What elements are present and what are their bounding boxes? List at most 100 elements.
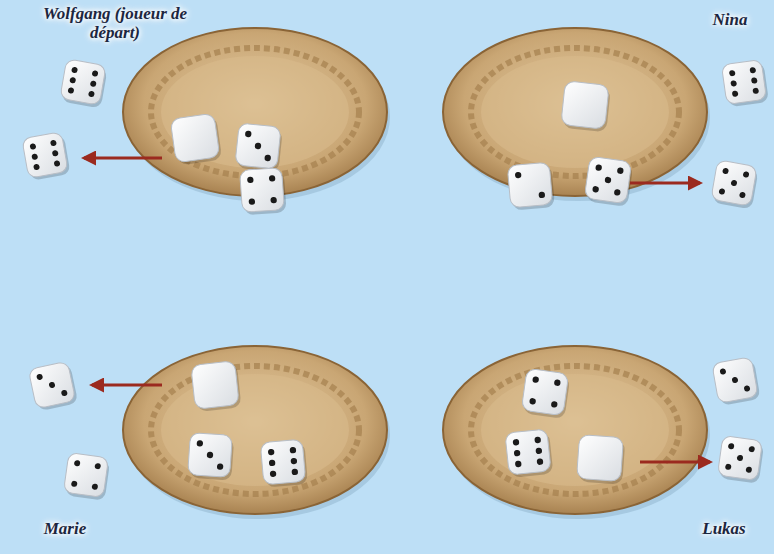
die-pip [268,449,275,456]
die-body [521,368,568,415]
die [260,439,308,488]
player-name: Marie [20,519,110,538]
die-pip [269,460,276,467]
die-pip [264,155,271,162]
move-arrow [84,157,162,160]
die-pip [71,66,78,73]
die-pip [247,177,254,184]
plate-wreath [151,366,359,494]
die [28,361,78,412]
move-arrow [92,384,162,387]
die-pip [197,440,204,447]
plate-center [481,374,669,486]
die-pip [513,439,520,446]
plate [123,346,390,519]
die-body [188,433,233,478]
die-pip [515,461,522,468]
die-body [712,357,758,403]
die [507,162,555,211]
die-pip [537,458,544,465]
die-pip [728,443,735,450]
die-pip [744,385,751,392]
die [235,123,283,172]
die-pip [515,172,522,179]
die-pip [534,437,541,444]
die-pip [551,401,558,408]
die-body [505,429,551,475]
die [191,361,242,413]
die-pip [91,483,98,490]
arrows [84,158,710,462]
die [170,113,222,166]
die [59,59,108,109]
die-pip [90,80,97,87]
die-pip [94,463,101,470]
die-pip [48,381,55,388]
die-pip [719,368,726,375]
die-pip [207,452,214,459]
die-body [260,439,306,485]
die-body [721,59,766,104]
die-pip [535,447,542,454]
plate-center [481,56,669,168]
die [22,131,71,181]
die-pip [92,70,99,77]
die [712,356,761,406]
die-pip [737,455,744,462]
player-name: Lukas [684,519,764,538]
die-pip [245,131,252,138]
die-pip [71,480,78,487]
die-pip [617,167,624,174]
move-arrow [640,461,710,464]
die-body [170,113,220,163]
die-pip [36,373,43,380]
die-pip [255,143,262,150]
die [521,368,571,419]
die-pip [732,90,739,97]
die [561,81,612,133]
die-pip [514,450,521,457]
die-body [28,361,75,408]
player-name: Wolfgang (joueur de départ) [40,4,190,42]
dice [22,59,769,501]
move-arrow [630,182,700,185]
plate-wreath [151,48,359,176]
die-body [717,435,762,480]
die-pip [54,160,61,167]
die-pip [743,171,750,178]
die-body [507,162,553,208]
die-body [584,156,631,203]
die-pip [729,70,736,77]
plate-rim [123,346,387,514]
die-pip [722,167,729,174]
die-pip [592,186,599,193]
die-pip [751,77,758,84]
die-pip [732,377,739,384]
die-pip [749,67,756,74]
die [576,435,625,485]
plate-wreath [471,366,679,494]
die-pip [217,463,224,470]
plate-wreath [471,48,679,176]
die-pip [739,192,746,199]
die [240,167,287,215]
die-pip [290,447,297,454]
die-pip [604,176,611,183]
die [710,160,759,210]
die [187,433,234,481]
die-body [240,168,285,213]
plate-center [161,374,349,486]
die-pip [29,143,36,150]
die [721,59,769,107]
die-pip [269,175,276,182]
die-pip [718,188,725,195]
die-body [22,132,68,178]
die-pip [554,379,561,386]
die [717,435,765,483]
die-pip [249,198,256,205]
die [505,429,553,478]
plate-rim [443,28,707,196]
die-pip [69,77,76,84]
plate [443,28,710,201]
